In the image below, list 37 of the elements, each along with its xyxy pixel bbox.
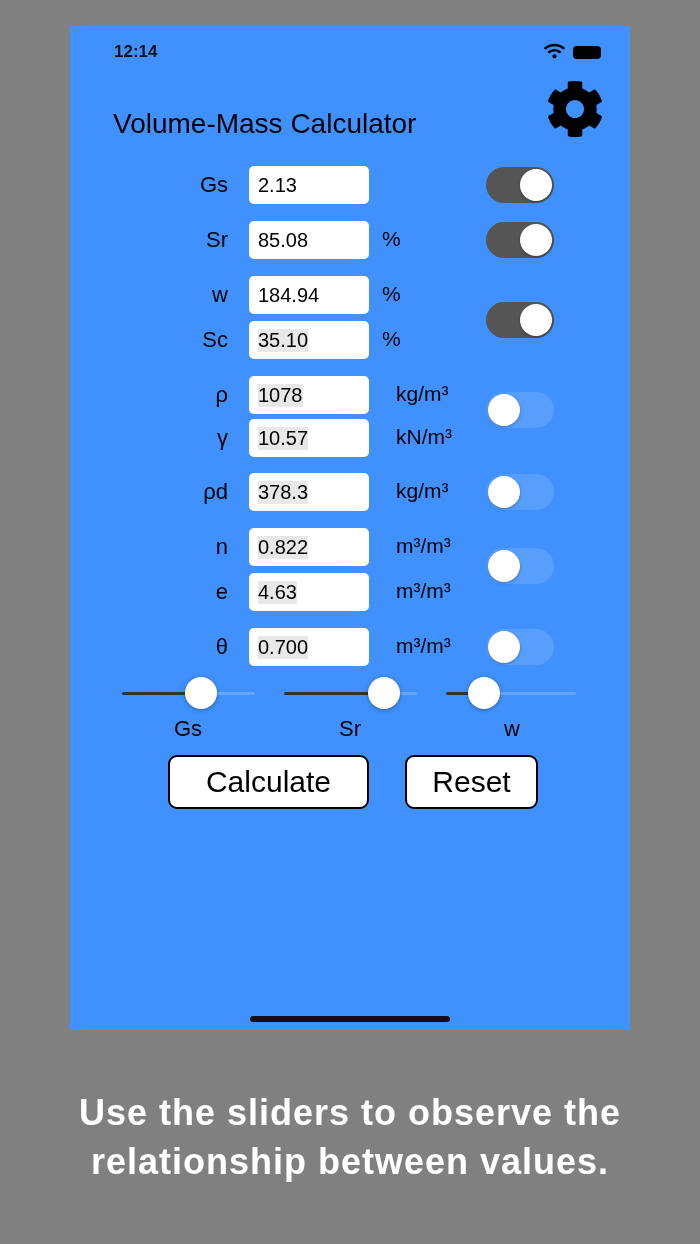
field-label: ρ xyxy=(215,382,228,408)
app-title: Volume-Mass Calculator xyxy=(113,108,417,140)
unit-label: kg/m³ xyxy=(396,479,449,503)
field-label: e xyxy=(215,579,228,605)
unit-label: % xyxy=(382,227,401,251)
field-label: θ xyxy=(215,634,228,660)
input-field: 378.3 xyxy=(249,473,369,511)
unit-label: % xyxy=(382,327,401,351)
field-label: Sr xyxy=(206,227,228,253)
slider-label: Gs xyxy=(172,716,204,742)
input-field: 0.700 xyxy=(249,628,369,666)
field-label: Gs xyxy=(199,172,228,198)
unit-label: % xyxy=(382,282,401,306)
input-field: 35.10 xyxy=(249,321,369,359)
input-field: 4.63 xyxy=(249,573,369,611)
field-label: γ xyxy=(217,425,228,451)
input-field: 184.94 xyxy=(249,276,369,314)
input-field: 2.13 xyxy=(249,166,369,204)
caption: Use the sliders to observe the relationship between values. xyxy=(77,1091,623,1184)
input-field: 0.822 xyxy=(249,528,369,566)
status-time: 12:14 xyxy=(114,42,158,62)
action-button: Reset xyxy=(405,755,538,809)
unit-label: m³/m³ xyxy=(396,634,451,658)
unit-label: m³/m³ xyxy=(396,579,451,603)
field-label: Sc xyxy=(202,327,228,353)
input-field: 10.57 xyxy=(249,419,369,457)
field-label: n xyxy=(215,534,228,560)
action-button: Calculate xyxy=(168,755,369,809)
slider-label: w xyxy=(503,716,521,742)
slider-label: Sr xyxy=(338,716,362,742)
unit-label: m³/m³ xyxy=(396,534,451,558)
unit-label: kg/m³ xyxy=(396,382,449,406)
field-label: ρd xyxy=(203,479,228,505)
field-label: w xyxy=(212,282,228,308)
input-field: 1078 xyxy=(249,376,369,414)
unit-label: kN/m³ xyxy=(396,425,452,449)
input-field: 85.08 xyxy=(249,221,369,259)
